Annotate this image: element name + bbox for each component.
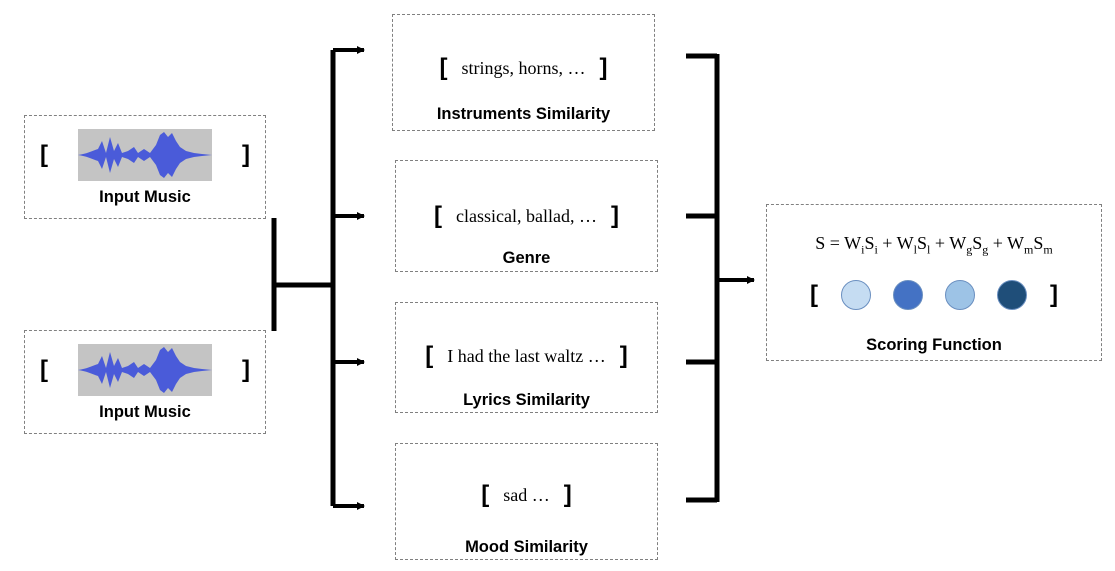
feature-label: Instruments Similarity	[436, 105, 611, 123]
close-bracket: ]	[242, 141, 250, 168]
formula-term: WiSi	[844, 233, 878, 257]
formula-term: WmSm	[1007, 233, 1053, 257]
open-bracket: [	[810, 281, 818, 308]
open-bracket: [	[439, 54, 448, 81]
input-music-box-2: [ ] Input Music	[24, 330, 266, 434]
close-bracket: ]	[599, 54, 608, 81]
open-bracket: [	[40, 356, 48, 383]
scoring-function-label: Scoring Function	[866, 336, 1002, 354]
feature-example: sad …	[503, 484, 550, 505]
close-bracket: ]	[242, 356, 250, 383]
close-bracket: ]	[1050, 281, 1058, 308]
feature-label: Genre	[502, 249, 551, 267]
feature-box-mood: [ sad … ] Mood Similarity	[395, 443, 658, 560]
close-bracket: ]	[610, 202, 619, 229]
close-bracket: ]	[563, 481, 572, 508]
formula-term: WlSl	[896, 233, 931, 257]
weight-circle-1	[841, 280, 871, 310]
waveform-icon	[78, 129, 212, 181]
feature-example: classical, ballad, …	[456, 205, 597, 226]
feature-label: Lyrics Similarity	[463, 391, 590, 409]
open-bracket: [	[40, 141, 48, 168]
formula-operator: +	[992, 233, 1003, 253]
weight-circle-3	[945, 280, 975, 310]
close-bracket: ]	[619, 342, 628, 369]
open-bracket: [	[481, 481, 490, 508]
input-music-label: Input Music	[99, 188, 191, 206]
scoring-formula: S = WiSi + WlSl + WgSg + WmSm	[767, 233, 1101, 258]
feature-box-lyrics: [ I had the last waltz … ] Lyrics Simila…	[395, 302, 658, 413]
feature-example: strings, horns, …	[461, 57, 586, 78]
formula-term: WgSg	[949, 233, 989, 257]
weight-circle-2	[893, 280, 923, 310]
input-music-label: Input Music	[99, 403, 191, 421]
feature-box-genre: [ classical, ballad, … ] Genre	[395, 160, 658, 272]
waveform-icon	[78, 344, 212, 396]
open-bracket: [	[425, 342, 434, 369]
open-bracket: [	[434, 202, 443, 229]
feature-box-instruments: [ strings, horns, … ] Instruments Simila…	[392, 14, 655, 131]
scoring-function-box: S = WiSi + WlSl + WgSg + WmSm [ ] Scorin…	[766, 204, 1102, 361]
feature-label: Mood Similarity	[465, 538, 588, 556]
weight-circle-4	[997, 280, 1027, 310]
input-music-box-1: [ ] Input Music	[24, 115, 266, 219]
formula-lhs: S =	[815, 233, 840, 253]
formula-operator: +	[882, 233, 893, 253]
formula-operator: +	[934, 233, 945, 253]
feature-example: I had the last waltz …	[447, 345, 606, 366]
